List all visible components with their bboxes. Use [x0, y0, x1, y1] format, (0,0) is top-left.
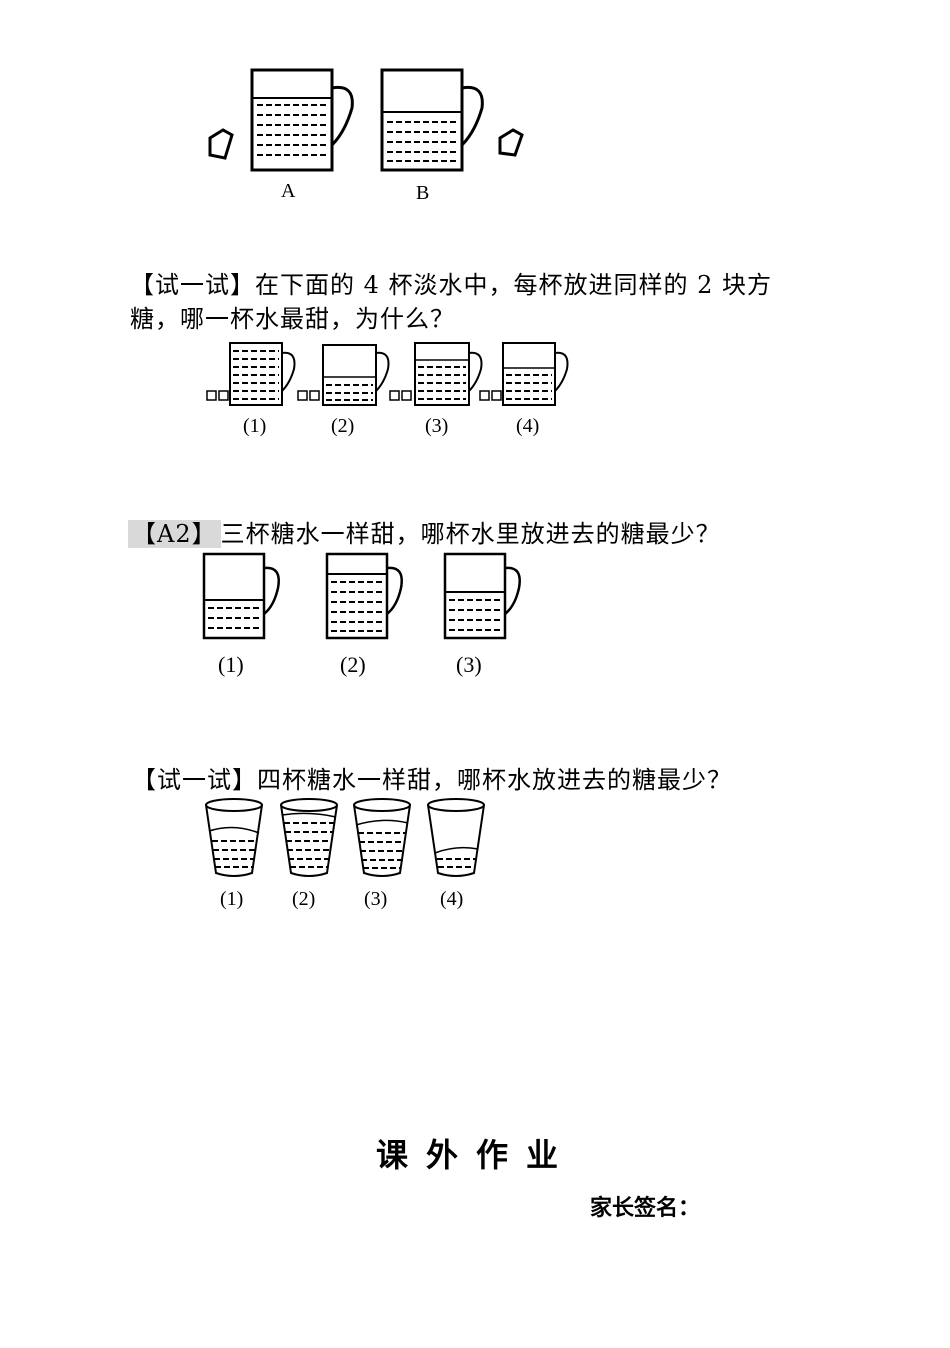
parent-signature-label: 家长签名：	[590, 1195, 701, 1221]
try1-cups-illustration	[206, 342, 569, 406]
try2-glass-4	[427, 798, 485, 877]
try1-cup-label-1: (1)	[243, 415, 267, 437]
try2-glass-label-1: (1)	[220, 888, 244, 910]
sugar-cube-right	[498, 128, 524, 157]
sugar-cube-left	[208, 128, 234, 160]
a2-mug-label-1: (1)	[218, 652, 244, 677]
try1-text-line2: 糖，哪一杯水最甜，为什么？	[130, 305, 455, 333]
a2-mug-3	[443, 552, 521, 640]
a2-mug-1	[202, 552, 280, 640]
mug-label-b: B	[416, 182, 430, 204]
a2-tag: 【A2】	[128, 520, 221, 548]
try1-cup-label-2: (2)	[331, 415, 355, 437]
try2-glass-1	[205, 798, 263, 877]
try1-cup-4	[479, 342, 569, 406]
mug-label-a: A	[281, 180, 296, 202]
try2-question: 【试一试】四杯糖水一样甜，哪杯水放进去的糖最少？	[132, 763, 852, 797]
try1-cup-3	[389, 342, 483, 406]
try2-text: 四杯糖水一样甜，哪杯水放进去的糖最少？	[257, 766, 732, 794]
homework-title: 课外作业	[376, 1136, 577, 1174]
try1-cup-1	[206, 342, 296, 406]
try1-tag: 【试一试】	[130, 271, 255, 299]
try1-cup-label-4: (4)	[516, 415, 540, 437]
a2-mug-label-2: (2)	[340, 652, 366, 677]
try2-tag: 【试一试】	[132, 766, 257, 794]
a2-mugs-illustration	[202, 552, 521, 640]
try2-glass-label-2: (2)	[292, 888, 316, 910]
try1-question: 【试一试】在下面的 4 杯淡水中，每杯放进同样的 2 块方 糖，哪一杯水最甜，为…	[130, 268, 850, 336]
try1-cup-label-3: (3)	[425, 415, 449, 437]
mug-a	[250, 68, 354, 172]
a2-question: 【A2】三杯糖水一样甜，哪杯水里放进去的糖最少？	[128, 517, 848, 551]
mug-b	[380, 68, 484, 172]
a2-mug-label-3: (3)	[456, 652, 482, 677]
mugs-ab-illustration	[208, 68, 524, 172]
try2-glass-3	[353, 798, 411, 877]
try2-glass-label-3: (3)	[364, 888, 388, 910]
try2-glass-label-4: (4)	[440, 888, 464, 910]
a2-mug-2	[325, 552, 403, 640]
try2-glasses-illustration	[205, 798, 485, 877]
try2-glass-2	[280, 798, 338, 877]
try1-cup-2	[297, 344, 390, 406]
a2-text: 三杯糖水一样甜，哪杯水里放进去的糖最少？	[220, 520, 721, 548]
try1-text-line1: 在下面的 4 杯淡水中，每杯放进同样的 2 块方	[255, 271, 773, 299]
